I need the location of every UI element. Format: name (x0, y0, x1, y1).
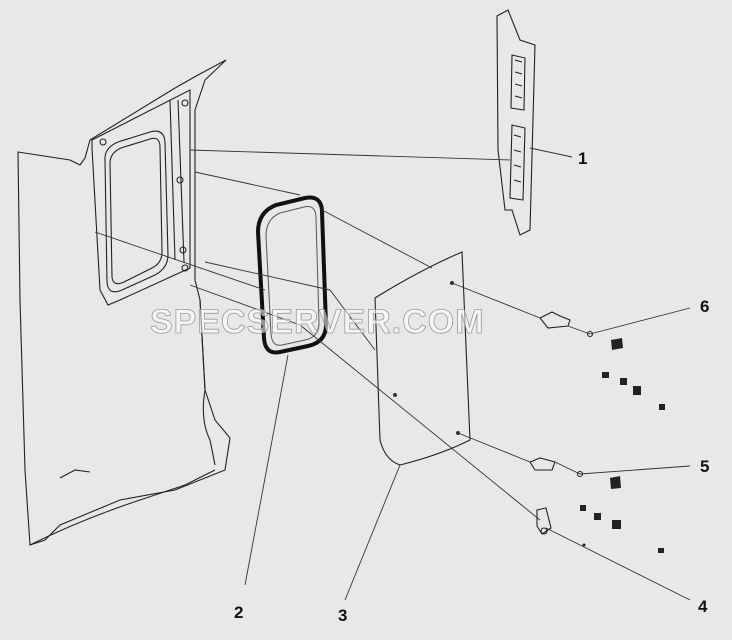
callout-3: 3 (338, 606, 347, 625)
window-seal-item-2 (255, 195, 329, 355)
fasteners (529, 311, 665, 553)
window-glass-item-3 (374, 251, 471, 466)
watermark-text: SPECSERVER.COM (150, 303, 485, 341)
leader-lines (94, 147, 691, 601)
callout-5: 5 (700, 457, 709, 476)
side-panel (17, 59, 231, 546)
callout-6: 6 (700, 297, 709, 316)
callout-4: 4 (698, 597, 708, 616)
trim-strip-item-1 (496, 9, 536, 236)
callout-1: 1 (578, 149, 587, 168)
callout-2: 2 (234, 603, 243, 622)
